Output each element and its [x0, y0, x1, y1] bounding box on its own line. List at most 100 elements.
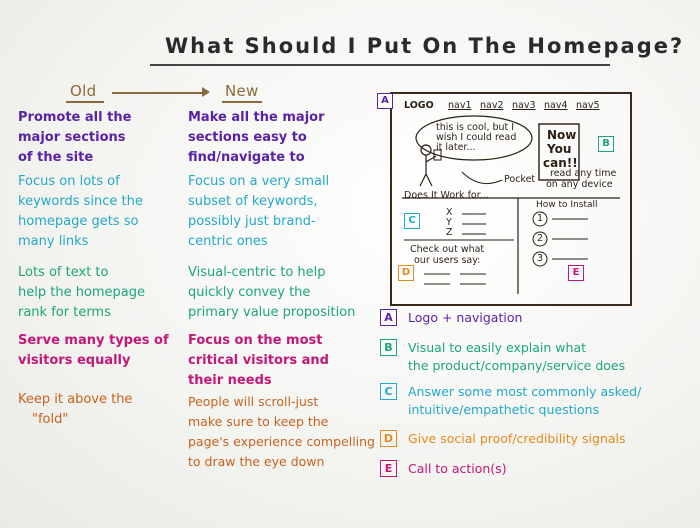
install-step-2: 2 — [537, 233, 544, 244]
thought-bubble — [415, 115, 533, 161]
old-item-5-line-2: "fold" — [32, 412, 69, 427]
badge-b: B — [598, 136, 614, 152]
works-title: Does It Work for... — [404, 190, 489, 201]
new-item-4: Focus on the most critical visitors and … — [188, 331, 329, 391]
sketch-nav-4: nav4 — [544, 100, 568, 111]
old-header: Old — [70, 82, 97, 100]
new-item-5-line-2: make sure to keep the — [188, 414, 329, 429]
works-item-y: Y — [446, 217, 452, 228]
install-step-2-circle — [532, 231, 548, 247]
legend-c-line-1: Answer some most commonly asked/ — [408, 384, 642, 399]
new-item-2: Focus on a very small subset of keywords… — [188, 172, 329, 252]
new-item-1: Make all the major sections easy to find… — [188, 108, 325, 168]
legend-badge-d: D — [380, 430, 397, 447]
new-item-4-line-2: critical visitors and — [188, 353, 329, 368]
new-item-2-line-2: subset of keywords, — [188, 194, 318, 209]
page-title: What Should I Put On The Homepage? — [165, 34, 685, 58]
sketch-nav-3: nav3 — [512, 100, 536, 111]
new-item-4-line-1: Focus on the most — [188, 333, 323, 348]
arrow-head-icon — [202, 87, 210, 97]
badge-e: E — [568, 265, 584, 281]
legend-badge-c: C — [380, 383, 397, 400]
legend-b-line-1: Visual to easily explain what — [408, 340, 587, 355]
old-to-new-arrow — [112, 92, 207, 94]
old-item-2-line-1: Focus on lots of — [18, 174, 120, 189]
pocket-caption-2: on any device — [546, 179, 613, 190]
old-item-2: Focus on lots of keywords since the home… — [18, 172, 143, 252]
bubble-line-3: it later... — [436, 142, 476, 153]
new-item-5: People will scroll-just make sure to kee… — [188, 392, 375, 472]
install-step-3: 3 — [537, 253, 544, 264]
homepage-sketch: LOGO nav1 nav2 nav3 nav4 nav5 this is co… — [390, 92, 632, 306]
pocket-caption-1: read any time — [550, 168, 617, 179]
new-item-5-line-3: page's experience compelling — [188, 434, 375, 449]
install-step-1: 1 — [537, 213, 544, 224]
bubble-line-2: wish I could read — [436, 132, 517, 143]
legend-badge-a: A — [380, 309, 397, 326]
sketch-logo: LOGO — [404, 100, 434, 111]
old-item-2-line-4: many links — [18, 234, 89, 249]
new-item-3: Visual-centric to help quickly convey th… — [188, 263, 355, 323]
new-item-5-line-4: to draw the eye down — [188, 454, 325, 469]
legend-c-line-2: intuitive/empathetic questions — [408, 402, 600, 417]
install-step-1-circle — [532, 211, 548, 227]
old-item-2-line-3: homepage gets so — [18, 214, 139, 229]
legend-item-e: Call to action(s) — [408, 460, 507, 478]
legend-badge-e: E — [380, 460, 397, 477]
install-step-3-circle — [532, 251, 548, 267]
old-item-4-line-2: visitors equally — [18, 353, 131, 368]
new-item-3-line-1: Visual-centric to help — [188, 265, 326, 280]
install-title: How to Install — [536, 200, 598, 210]
old-item-3-line-1: Lots of text to — [18, 265, 109, 280]
legend-b-line-2: the product/company/service does — [408, 358, 626, 373]
new-item-4-line-3: their needs — [188, 373, 272, 388]
users-line-title-1: Check out what — [410, 244, 485, 255]
old-item-1-line-1: Promote all the — [18, 110, 132, 125]
badge-d: D — [398, 265, 414, 281]
old-item-1-line-2: major sections — [18, 130, 126, 145]
new-item-1-line-2: sections easy to — [188, 130, 307, 145]
legend-item-c: Answer some most commonly asked/ intuiti… — [408, 383, 641, 419]
old-item-1-line-3: of the site — [18, 150, 94, 165]
sketch-nav-1: nav1 — [448, 100, 472, 111]
new-item-2-line-3: possibly just brand- — [188, 214, 316, 229]
legend-item-a: Logo + navigation — [408, 309, 522, 327]
old-item-4: Serve many types of visitors equally — [18, 331, 169, 371]
person-leg-right — [425, 173, 433, 187]
old-header-underline — [66, 101, 104, 103]
works-item-z: Z — [446, 227, 453, 238]
old-item-4-line-1: Serve many types of — [18, 333, 169, 348]
now-you-can-box — [538, 123, 580, 181]
now-box-line-3: can!! — [543, 156, 578, 170]
new-item-5-line-1: People will scroll-just — [188, 394, 319, 409]
pocket-arrow — [461, 171, 503, 185]
new-item-1-line-3: find/navigate to — [188, 150, 305, 165]
new-item-3-line-3: primary value proposition — [188, 305, 356, 320]
pocket-label: Pocket — [504, 174, 536, 185]
new-header: New — [225, 82, 259, 100]
phone-icon — [433, 149, 442, 161]
sketch-drawing — [402, 115, 620, 294]
legend-a-line-1: Logo + navigation — [408, 310, 523, 325]
old-item-5-line-1: Keep it above the — [18, 392, 133, 407]
sketch-nav-5: nav5 — [576, 100, 600, 111]
legend-e-line-1: Call to action(s) — [408, 461, 507, 476]
person-leg-left — [419, 173, 427, 187]
new-item-3-line-2: quickly convey the — [188, 285, 311, 300]
legend-item-b: Visual to easily explain what the produc… — [408, 339, 625, 375]
sketch-nav-2: nav2 — [480, 100, 504, 111]
legend-badge-b: B — [380, 339, 397, 356]
users-line-title-2: our users say: — [414, 255, 481, 266]
old-item-3-line-2: help the homepage — [18, 285, 146, 300]
old-item-1: Promote all the major sections of the si… — [18, 108, 131, 168]
new-item-2-line-4: centric ones — [188, 234, 268, 249]
title-underline — [150, 64, 610, 66]
bubble-line-1: this is cool, but I — [436, 122, 515, 133]
new-item-1-line-1: Make all the major — [188, 110, 325, 125]
old-item-5: Keep it above the "fold" — [18, 390, 132, 430]
badge-c: C — [404, 213, 420, 229]
old-item-2-line-2: keywords since the — [18, 194, 143, 209]
works-item-x: X — [446, 207, 453, 218]
old-item-3: Lots of text to help the homepage rank f… — [18, 263, 145, 323]
